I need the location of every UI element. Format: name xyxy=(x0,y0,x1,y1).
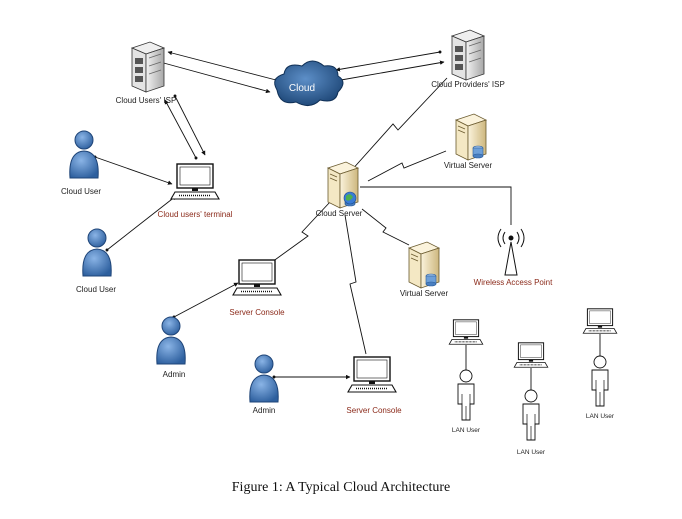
link-users-isp-cloud xyxy=(167,50,278,82)
virtual-server-1-label: Virtual Server xyxy=(444,161,493,170)
link-users-isp-cloud-return xyxy=(158,60,271,94)
lan-user-1-icon xyxy=(457,369,475,421)
providers-isp-server-icon xyxy=(451,29,485,81)
link-server-console-2 xyxy=(344,214,367,355)
cloud-server-label: Cloud Server xyxy=(316,209,363,218)
admin-1-label: Admin xyxy=(163,370,186,379)
link-user1-terminal xyxy=(93,155,173,185)
lan-user-3-icon xyxy=(591,355,609,407)
cloud-user-2-icon xyxy=(82,228,112,277)
terminal-monitor-icon xyxy=(170,163,220,200)
server-console-1-monitor-icon xyxy=(232,259,282,296)
cloud-user-2-label: Cloud User xyxy=(76,285,116,294)
lan-user-2-monitor-icon xyxy=(513,342,549,368)
cloud-users-terminal-label: Cloud users' terminal xyxy=(158,210,233,219)
cloud-users-isp-label: Cloud Users' ISP xyxy=(116,96,177,105)
lan-user-2-label: LAN User xyxy=(517,449,546,456)
link-cloud-providers-isp xyxy=(335,50,442,72)
lan-user-2-icon xyxy=(522,389,540,441)
virtual-server-2-icon xyxy=(408,241,440,289)
server-console-2-monitor-icon xyxy=(347,356,397,393)
figure-caption: Figure 1: A Typical Cloud Architecture xyxy=(231,480,451,495)
link-admin1-console xyxy=(172,282,239,319)
cloud-server-icon xyxy=(327,161,359,209)
lan-user-1-label: LAN User xyxy=(452,427,481,434)
link-server-virtual-server-1 xyxy=(367,150,447,182)
cloud-icon xyxy=(274,60,344,106)
connections xyxy=(93,50,601,390)
server-console-2-label: Server Console xyxy=(346,406,402,415)
cloud-user-1-icon xyxy=(69,130,99,179)
server-console-1-label: Server Console xyxy=(229,308,285,317)
lan-user-3-label: LAN User xyxy=(586,413,615,420)
admin-1-icon xyxy=(156,316,186,365)
cloud-label: Cloud xyxy=(289,83,315,94)
lan-user-1-monitor-icon xyxy=(448,319,484,345)
wireless-access-point-icon xyxy=(497,228,525,276)
link-server-console-1 xyxy=(271,201,331,263)
lan-user-3-monitor-icon xyxy=(582,308,618,334)
isp-server-icon xyxy=(131,41,165,93)
link-server-wireless xyxy=(360,186,512,225)
cloud-providers-isp-label: Cloud Providers' ISP xyxy=(431,80,505,89)
link-isp-terminal-return xyxy=(173,94,206,156)
cloud-user-1-label: Cloud User xyxy=(61,187,101,196)
admin-2-label: Admin xyxy=(253,406,276,415)
admin-2-icon xyxy=(249,354,279,403)
link-cloud-providers-isp-return xyxy=(339,60,445,82)
link-server-virtual-server-2 xyxy=(361,208,410,246)
virtual-server-2-label: Virtual Server xyxy=(400,289,449,298)
wireless-access-point-label: Wireless Access Point xyxy=(474,278,553,287)
link-server-providers-isp xyxy=(349,77,448,173)
link-user2-terminal xyxy=(105,195,177,252)
virtual-server-1-icon xyxy=(455,113,487,161)
